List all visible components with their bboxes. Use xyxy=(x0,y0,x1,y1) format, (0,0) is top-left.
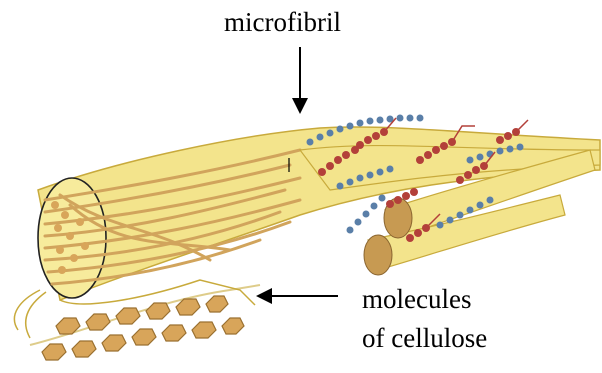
microfibril-label: microfibril xyxy=(224,6,341,38)
molecules-label-line2: of cellulose xyxy=(362,322,487,354)
microfibril-arrow xyxy=(292,47,308,114)
molecules-label-line1: molecules xyxy=(362,283,471,315)
microfibril-branches xyxy=(300,146,600,275)
molecules-arrow xyxy=(256,288,338,304)
